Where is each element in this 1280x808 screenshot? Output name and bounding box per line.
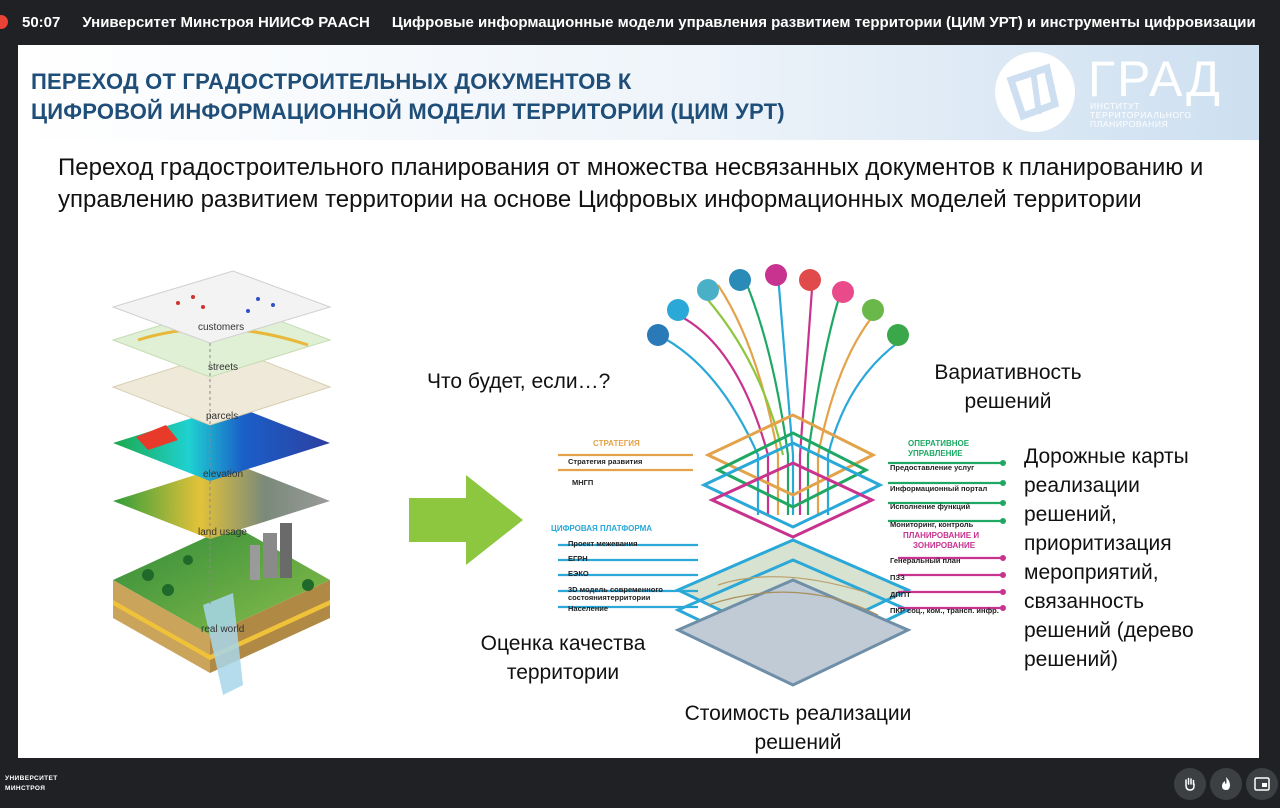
operational-item-2: Информационный портал	[890, 484, 987, 493]
service-icons-arc	[647, 264, 909, 346]
raise-hand-button[interactable]	[1174, 768, 1206, 800]
meeting-bottom-bar: УНИВЕРСИТЕТ МИНСТРОЯ	[0, 758, 1280, 808]
layer-label-land-usage: land usage	[198, 527, 247, 538]
platform-item-4: 3D модель современного	[568, 585, 663, 594]
city-icon	[697, 279, 719, 301]
industry-icon	[667, 299, 689, 321]
label-roadmaps-line-8: решений)	[1024, 648, 1118, 671]
label-roadmaps-line-6: связанность	[1024, 590, 1145, 613]
label-roadmaps-line-1: Дорожные карты	[1024, 445, 1189, 468]
label-what-if: Что будет, если…?	[427, 370, 611, 393]
label-variability-line-1: Вариативность	[934, 361, 1082, 384]
label-roadmaps: Дорожные карты реализации решений, приор…	[1024, 442, 1244, 674]
platform-item-6: Население	[568, 604, 608, 613]
grad-logo: ГРАД ИНСТИТУТ ТЕРРИТОРИАЛЬНОГО ПЛАНИРОВА…	[993, 50, 1249, 134]
label-cost: Стоимость реализации решений	[663, 699, 933, 757]
label-variability: Вариативность решений	[913, 358, 1103, 416]
zoning-item-2: ПЗЗ	[890, 573, 905, 582]
meeting-timer: 50:07	[22, 13, 61, 31]
platform-item-2: ЕГРН	[568, 554, 588, 563]
strategy-header: СТРАТЕГИЯ	[593, 439, 640, 448]
layer-label-streets: streets	[208, 362, 238, 373]
slide-title-line-2: ЦИФРОВОЙ ИНФОРМАЦИОННОЙ МОДЕЛИ ТЕРРИТОРИ…	[31, 99, 785, 124]
layer-label-elevation: elevation	[203, 469, 243, 480]
layer-label-real-world: real world	[201, 624, 244, 635]
brand-line-1: УНИВЕРСИТЕТ	[5, 775, 58, 782]
platform-item-1: Проект межевания	[568, 539, 637, 548]
label-roadmaps-line-4: приоритизация	[1024, 532, 1172, 555]
zoning-header-1: ПЛАНИРОВАНИЕ И	[903, 531, 979, 540]
meeting-topic: Цифровые информационные модели управлени…	[391, 13, 1256, 31]
gis-layer-stack: customers streets parcels elevation land…	[111, 270, 332, 695]
label-roadmaps-line-5: мероприятий,	[1024, 561, 1159, 584]
heart-icon	[832, 281, 854, 303]
slide-title-line-1: ПЕРЕХОД ОТ ГРАДОСТРОИТЕЛЬНЫХ ДОКУМЕНТОВ …	[31, 69, 632, 94]
nature-icon	[862, 299, 884, 321]
operational-box: ОПЕРАТИВНОЕ УПРАВЛЕНИЕ Предоставление ус…	[890, 439, 987, 529]
label-roadmaps-line-7: решений (дерево	[1024, 619, 1194, 642]
meeting-top-bar: 50:07 Университет Минстроя НИИСФ РААСН Ц…	[0, 0, 1280, 44]
label-quality-line-1: Оценка качества	[480, 632, 646, 655]
platform-item-5: состояниятерритории	[568, 593, 651, 602]
operational-item-1: Предоставление услуг	[890, 463, 974, 472]
zoning-item-4: ПКР соц., ком., трансп. инфр.	[890, 606, 999, 615]
recording-indicator-icon	[0, 15, 8, 29]
label-cost-line-1: Стоимость реализации	[684, 702, 912, 725]
label-roadmaps-line-3: решений,	[1024, 503, 1117, 526]
home-icon	[799, 269, 821, 291]
layer-label-parcels: parcels	[206, 411, 238, 422]
buildings-icon	[729, 269, 751, 291]
picture-in-picture-button[interactable]	[1246, 768, 1278, 800]
layer-label-customers: customers	[198, 322, 244, 333]
operational-item-3: Исполнение функций	[890, 502, 970, 511]
label-cost-line-2: решений	[754, 731, 842, 754]
label-quality: Оценка качества территории	[458, 629, 668, 687]
strategy-item-1: Стратегия развития	[568, 457, 642, 466]
decision-tree-graphic	[558, 274, 1006, 687]
zoning-item-1: Генеральный план	[890, 556, 961, 565]
label-roadmaps-line-2: реализации	[1024, 474, 1140, 497]
strategy-item-2: МНГП	[572, 478, 593, 487]
zoning-box: ПЛАНИРОВАНИЕ И ЗОНИРОВАНИЕ Генеральный п…	[890, 531, 999, 615]
operational-item-4: Мониторинг, контроль	[890, 520, 974, 529]
platform-item-3: ЕЭКО	[568, 569, 589, 578]
operational-header-1: ОПЕРАТИВНОЕ	[908, 439, 970, 448]
meeting-name: Университет Минстроя НИИСФ РААСН	[82, 13, 370, 31]
logo-sub-text: ИНСТИТУТ ТЕРРИТОРИАЛЬНОГО ПЛАНИРОВАНИЯ	[1090, 101, 1192, 129]
digital-platform-box: ЦИФРОВАЯ ПЛАТФОРМА Проект межевания ЕГРН…	[551, 524, 663, 613]
platform-header: ЦИФРОВАЯ ПЛАТФОРМА	[551, 524, 652, 533]
transition-arrow-icon	[409, 475, 523, 565]
logo-main-text: ГРАД	[1088, 51, 1222, 107]
slide-lead-text: Переход градостроительного планирования …	[58, 154, 1204, 213]
slide-diagram: customers streets parcels elevation land…	[111, 264, 1006, 695]
park-icon	[887, 324, 909, 346]
zoning-header-2: ЗОНИРОВАНИЕ	[913, 541, 976, 550]
zoning-item-3: ДППТ	[890, 590, 911, 599]
label-quality-line-2: территории	[506, 661, 620, 684]
reactions-button[interactable]	[1210, 768, 1242, 800]
strategy-box: СТРАТЕГИЯ Стратегия развития МНГП	[568, 439, 642, 487]
label-variability-line-2: решений	[964, 390, 1052, 413]
university-brand: УНИВЕРСИТЕТ МИНСТРОЯ	[5, 774, 58, 794]
operational-header-2: УПРАВЛЕНИЕ	[908, 449, 963, 458]
brand-line-2: МИНСТРОЯ	[5, 785, 46, 792]
shared-slide: ПЕРЕХОД ОТ ГРАДОСТРОИТЕЛЬНЫХ ДОКУМЕНТОВ …	[18, 45, 1259, 758]
slide-title: ПЕРЕХОД ОТ ГРАДОСТРОИТЕЛЬНЫХ ДОКУМЕНТОВ …	[31, 67, 785, 127]
location-pin-icon	[765, 264, 787, 286]
flame-icon	[1222, 777, 1230, 790]
pip-icon	[1254, 777, 1270, 791]
grad-logo-icon	[995, 52, 1075, 132]
hand-icon	[1185, 777, 1195, 791]
transport-icon	[647, 324, 669, 346]
